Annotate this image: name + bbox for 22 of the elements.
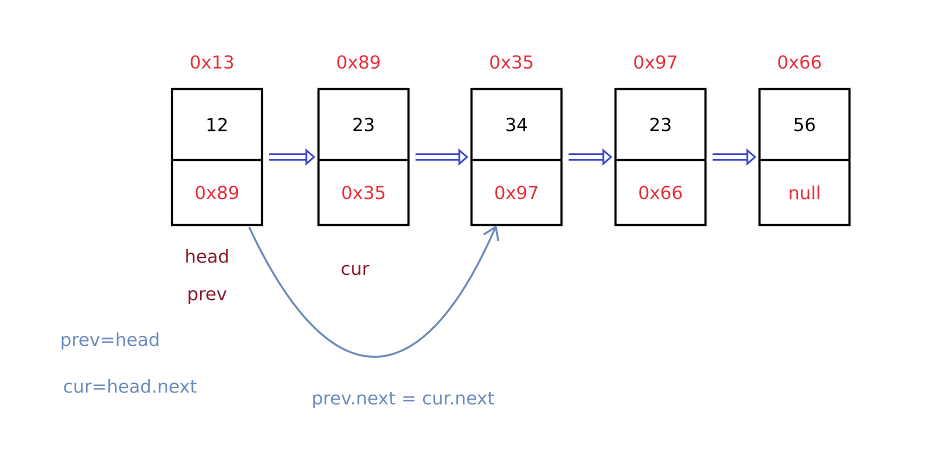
- curved-arrow: [248, 225, 500, 358]
- address-label: 0x13: [190, 55, 233, 69]
- address-label: 0x35: [490, 55, 532, 69]
- node-value: 34: [506, 118, 527, 132]
- pointer-label: prev: [188, 290, 226, 304]
- next-pointer: 0x35: [342, 186, 384, 200]
- node-value: 23: [650, 118, 670, 132]
- node-value: 12: [208, 118, 227, 132]
- node-value: 56: [794, 118, 815, 132]
- code-note: prev=head: [62, 332, 158, 350]
- edge-label: prev.next = cur.next: [310, 390, 496, 410]
- next-pointer: 0x66: [639, 186, 682, 200]
- next-pointer: null: [790, 186, 820, 200]
- code-note: cur=head.next: [64, 379, 197, 393]
- pointer-label: cur: [342, 264, 370, 276]
- address-label: 0x97: [634, 55, 676, 69]
- address-label: 0x89: [337, 55, 380, 69]
- next-pointer: 0x89: [196, 186, 238, 200]
- address-label: 0x66: [778, 55, 821, 69]
- pointer-label: head: [186, 249, 228, 263]
- node-value: 23: [353, 118, 374, 132]
- next-pointer: 0x97: [495, 186, 538, 200]
